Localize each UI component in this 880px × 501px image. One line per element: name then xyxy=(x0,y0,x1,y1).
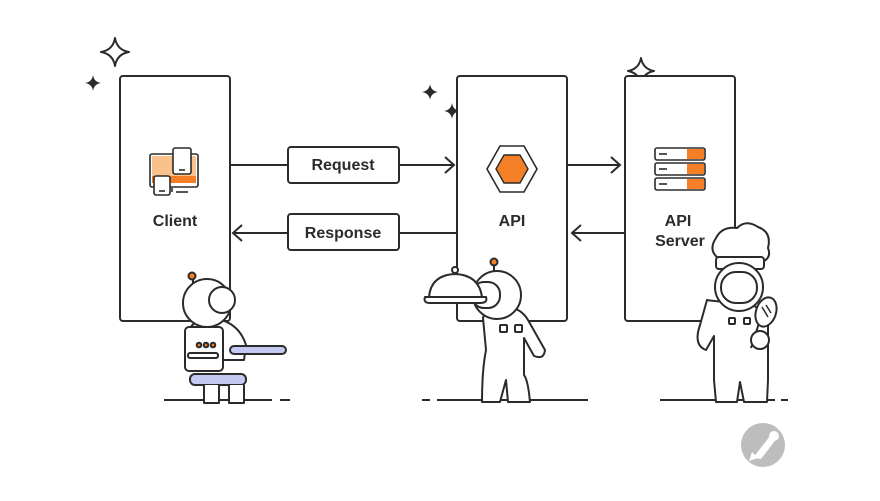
request-label-box: Request xyxy=(287,146,400,184)
api-label: API xyxy=(499,213,526,230)
astronaut-waiter-with-cloche xyxy=(423,257,546,403)
hexagon-icon xyxy=(486,145,538,193)
server-to-api-arrow xyxy=(570,224,625,242)
server-rack-icon xyxy=(654,147,706,191)
server-label-line2: Server xyxy=(655,233,705,250)
astronaut-seated-at-desk xyxy=(182,271,287,404)
sparkle-icon xyxy=(85,75,460,119)
client-box xyxy=(119,75,231,322)
astronaut-chef-with-spatula xyxy=(696,222,778,403)
request-arrow xyxy=(230,156,456,174)
devices-icon xyxy=(149,147,199,196)
postman-logo-icon xyxy=(741,423,785,467)
request-label: Request xyxy=(311,157,375,174)
sparkle-icon xyxy=(100,37,130,67)
client-label: Client xyxy=(153,213,198,230)
response-label: Response xyxy=(305,225,382,242)
response-label-box: Response xyxy=(287,213,400,251)
api-to-server-arrow xyxy=(567,156,622,174)
server-box xyxy=(624,75,736,322)
response-arrow xyxy=(231,224,457,242)
server-label-line1: API xyxy=(665,213,692,230)
